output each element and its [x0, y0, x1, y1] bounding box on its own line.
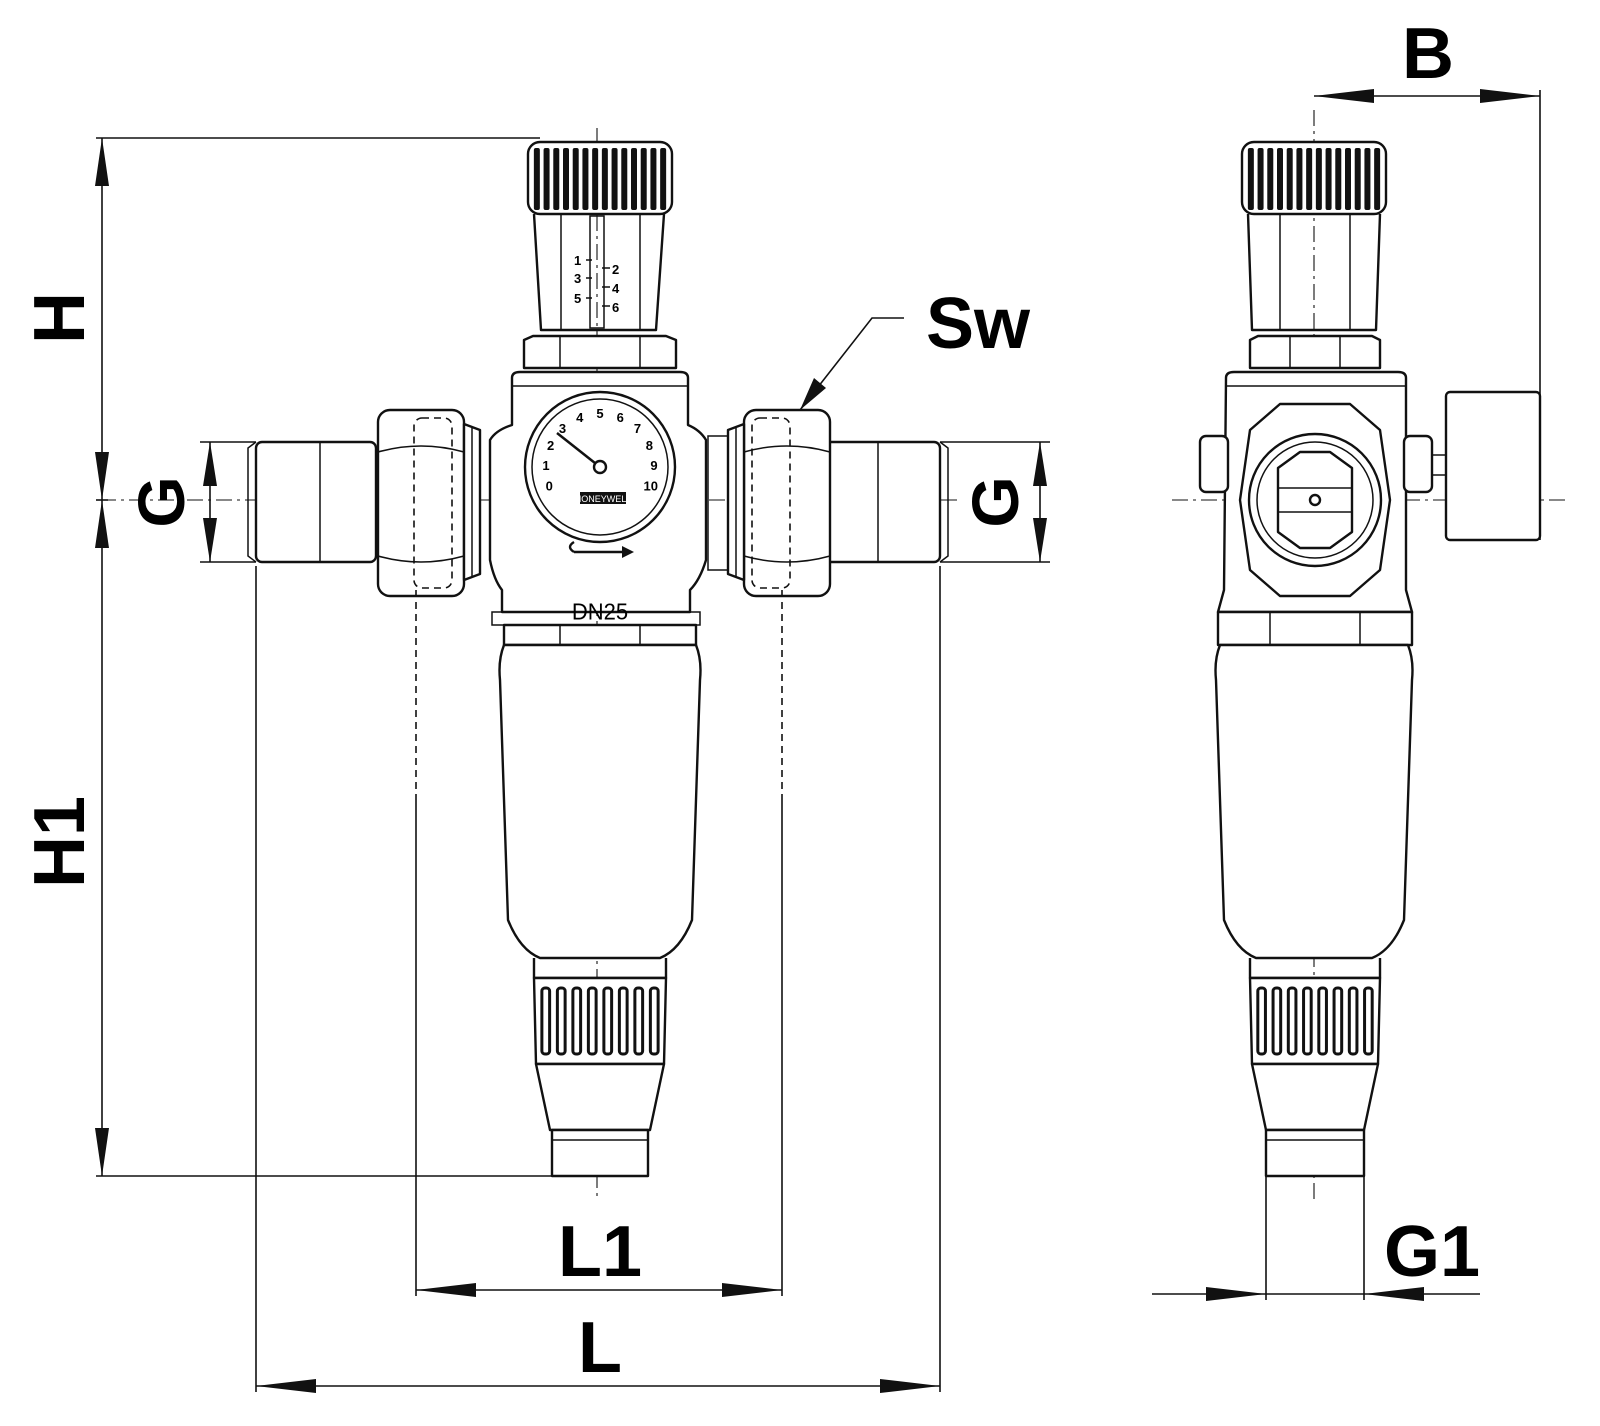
- drain-slot: [540, 986, 552, 1056]
- gauge-number: 8: [646, 438, 653, 453]
- rib: [1315, 148, 1322, 210]
- rib: [582, 148, 589, 210]
- dimension-label-H: H: [20, 292, 100, 344]
- right-union-connection: [707, 408, 949, 598]
- gauge-number: 1: [542, 458, 549, 473]
- rib: [1306, 148, 1313, 210]
- drain-slot: [1347, 986, 1359, 1056]
- dimension-label-G1: G1: [1384, 1212, 1480, 1292]
- gauge-number: 2: [547, 438, 554, 453]
- rib: [553, 148, 560, 210]
- drain-slot: [571, 986, 583, 1056]
- rib: [1247, 148, 1254, 210]
- side-adjustment-knob: [1240, 140, 1388, 332]
- scale-mark-left-1: 1: [574, 253, 581, 268]
- gauge-brand: HONEYWELL: [575, 494, 632, 504]
- rib: [1335, 148, 1342, 210]
- rib: [660, 148, 667, 210]
- rib: [621, 148, 628, 210]
- gauge-number: 10: [644, 478, 658, 493]
- rib: [1286, 148, 1293, 210]
- scale-mark-right-2: 4: [612, 281, 620, 296]
- drain-slot: [555, 986, 567, 1056]
- dimension-lines: [95, 89, 1541, 1393]
- gauge-number: 9: [650, 458, 657, 473]
- rib: [640, 148, 647, 210]
- rib: [1267, 148, 1274, 210]
- drain-slot: [1332, 986, 1344, 1056]
- left-union-connection: [247, 408, 482, 598]
- dimension-label-L1: L1: [558, 1212, 642, 1292]
- drain-slot: [648, 986, 660, 1056]
- gauge-number: 6: [617, 410, 624, 425]
- body-marking: DN25: [572, 599, 628, 625]
- gauge-number: 0: [546, 478, 553, 493]
- drain-slot: [633, 986, 645, 1056]
- drain-slot: [602, 986, 614, 1056]
- scale-mark-right-3: 6: [612, 300, 619, 315]
- dimension-label-B: B: [1402, 14, 1454, 94]
- rib: [1364, 148, 1371, 210]
- rib: [572, 148, 579, 210]
- gauge-number: 4: [576, 410, 584, 425]
- drain-slot: [1286, 986, 1298, 1056]
- rib: [1354, 148, 1361, 210]
- front-view: 1 3 5 2 4 6: [100, 128, 960, 1200]
- rib: [1296, 148, 1303, 210]
- dimension-label-L: L: [578, 1308, 622, 1388]
- rib: [533, 148, 540, 210]
- rib: [1325, 148, 1332, 210]
- drain-slot: [586, 986, 598, 1056]
- side-pressure-gauge: [1444, 390, 1542, 542]
- drain-slot: [617, 986, 629, 1056]
- filter-bowl: [498, 623, 702, 980]
- gauge-brand-plate: [580, 492, 626, 504]
- scale-mark-left-2: 3: [574, 271, 581, 286]
- adjustment-knob: [526, 140, 674, 332]
- flow-direction-arrow: [568, 540, 634, 558]
- gauge-number: 7: [634, 421, 641, 436]
- gauge-number: 5: [596, 406, 603, 421]
- rib: [1257, 148, 1264, 210]
- drain-slot: [1256, 986, 1267, 1056]
- drain-slot: [1317, 986, 1328, 1056]
- drain-slot: [1271, 986, 1283, 1056]
- rib: [601, 148, 608, 210]
- dimension-label-G-left: G: [124, 476, 198, 527]
- bonnet-hex-nut: [522, 334, 678, 370]
- scale-mark-right-1: 2: [612, 262, 619, 277]
- side-outlet-port: [1238, 402, 1392, 598]
- gauge-number: 3: [559, 421, 566, 436]
- rib: [543, 148, 550, 210]
- rib: [650, 148, 657, 210]
- drain-valve: [532, 976, 668, 1178]
- rib: [592, 148, 599, 210]
- scale-mark-left-3: 5: [574, 291, 581, 306]
- rib: [1345, 148, 1351, 210]
- side-view: [1172, 110, 1568, 1200]
- rib: [563, 148, 569, 210]
- rib: [1277, 148, 1283, 210]
- rib: [611, 148, 618, 210]
- pressure-scale: 1 3 5 2 4 6: [574, 253, 620, 315]
- dimension-label-Sw: Sw: [926, 284, 1031, 364]
- dimension-label-H1: H1: [20, 796, 100, 888]
- drain-slot: [1302, 986, 1313, 1056]
- drain-slot: [1363, 986, 1374, 1056]
- rib: [1374, 148, 1381, 210]
- rib: [631, 148, 637, 210]
- dimension-label-G-right: G: [958, 476, 1032, 527]
